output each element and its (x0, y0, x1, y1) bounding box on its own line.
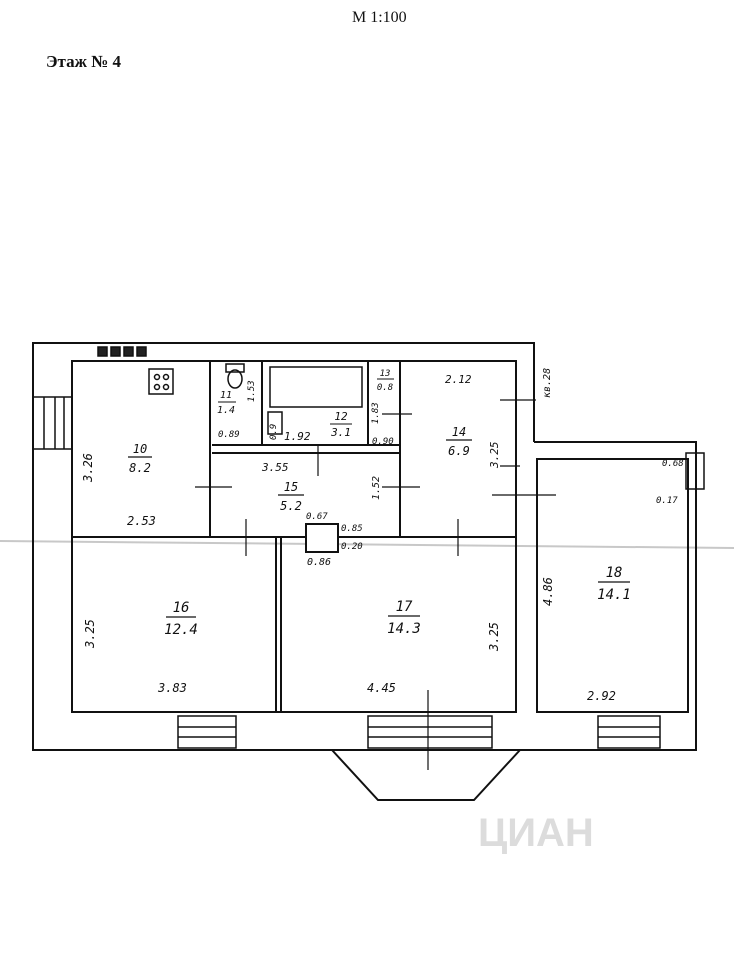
bathtub (269, 366, 363, 408)
dim-3-25-mid: 3.25 (487, 622, 501, 652)
room-15-area: 5.2 (280, 499, 302, 513)
room-17-area: 14.3 (387, 621, 421, 637)
dim-0-17: 0.17 (656, 496, 678, 506)
apartment-number: кв.28 (542, 368, 553, 398)
dim-1-52: 1.52 (371, 476, 382, 500)
room-16-area: 12.4 (164, 622, 198, 638)
room-14-area: 6.9 (448, 444, 470, 458)
dim-3-25-top: 3.25 (488, 442, 501, 470)
dim-1-53: 1.53 (247, 380, 257, 402)
room-18-area: 14.1 (597, 587, 631, 603)
room-12-number: 12 (334, 410, 348, 423)
dim-0-9: 0.9 (269, 424, 279, 440)
toilet (225, 363, 245, 389)
room-14-number: 14 (452, 425, 466, 439)
room-13-number: 13 (380, 369, 391, 379)
room-11-number: 11 (220, 390, 232, 401)
column-notch (685, 452, 705, 490)
dim-1-92: 1.92 (284, 430, 311, 443)
window-left (32, 396, 73, 450)
room-11-area: 1.4 (217, 405, 235, 416)
room-18-number: 18 (606, 565, 623, 581)
sink (267, 411, 283, 435)
interior-walls (72, 361, 516, 712)
scale-label: М 1:100 (352, 9, 407, 26)
stove (148, 368, 174, 395)
room-13-area: 0.8 (377, 383, 393, 393)
room-10-area: 8.2 (129, 461, 151, 475)
dim-0-68: 0.68 (662, 459, 684, 469)
room-labels: 10 8.2 11 1.4 12 3.1 13 0.8 14 6.9 15 5.… (128, 369, 631, 638)
dim-0-20: 0.20 (341, 542, 363, 552)
dim-3-26: 3.26 (81, 453, 95, 483)
dim-2-12: 2.12 (445, 373, 472, 386)
door-ticks (195, 399, 556, 770)
dim-0-90: 0.90 (372, 437, 394, 447)
dimension-labels: 3.26 2.53 0.89 1.53 0.9 1.92 1.83 0.90 2… (81, 368, 684, 703)
windows-bottom (177, 715, 661, 749)
dim-4-86: 4.86 (541, 577, 555, 606)
room-12-area: 3.1 (330, 426, 351, 439)
dim-0-86: 0.86 (307, 557, 331, 568)
room-17-number: 17 (396, 599, 413, 615)
dim-3-55: 3.55 (261, 461, 289, 474)
dim-0-67: 0.67 (306, 512, 328, 522)
dim-0-89: 0.89 (218, 430, 240, 440)
floor-title: Этаж № 4 (46, 52, 121, 71)
room-15-number: 15 (284, 480, 298, 494)
dim-2-53: 2.53 (127, 514, 156, 528)
dim-0-85: 0.85 (341, 524, 363, 534)
watermark: ЦИАН (478, 811, 594, 855)
dim-4-45: 4.45 (367, 681, 396, 695)
bay-window (331, 749, 521, 801)
room-16-number: 16 (173, 600, 190, 616)
vent-blocks (97, 346, 147, 357)
dim-3-25-left: 3.25 (83, 619, 97, 649)
dim-2-92: 2.92 (587, 689, 616, 703)
room-10-number: 10 (133, 442, 147, 456)
dim-1-83: 1.83 (371, 402, 381, 424)
dim-3-83: 3.83 (157, 681, 187, 695)
scan-line (0, 540, 734, 549)
vent-shaft (305, 523, 339, 553)
